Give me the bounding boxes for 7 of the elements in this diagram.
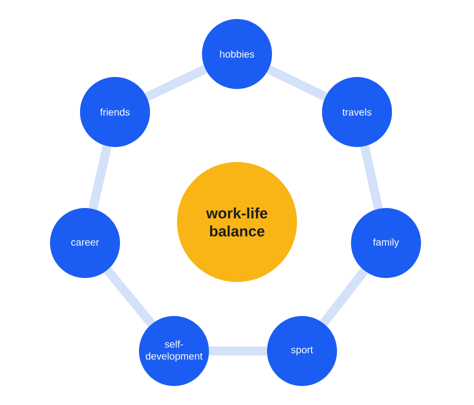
ring-segment bbox=[266, 65, 328, 101]
ring-segment bbox=[209, 346, 267, 356]
ring-segment bbox=[320, 268, 368, 326]
ring-segment bbox=[360, 145, 383, 210]
ring-segment bbox=[88, 145, 112, 210]
ring-segment bbox=[144, 65, 208, 101]
ring-segment bbox=[104, 267, 156, 327]
